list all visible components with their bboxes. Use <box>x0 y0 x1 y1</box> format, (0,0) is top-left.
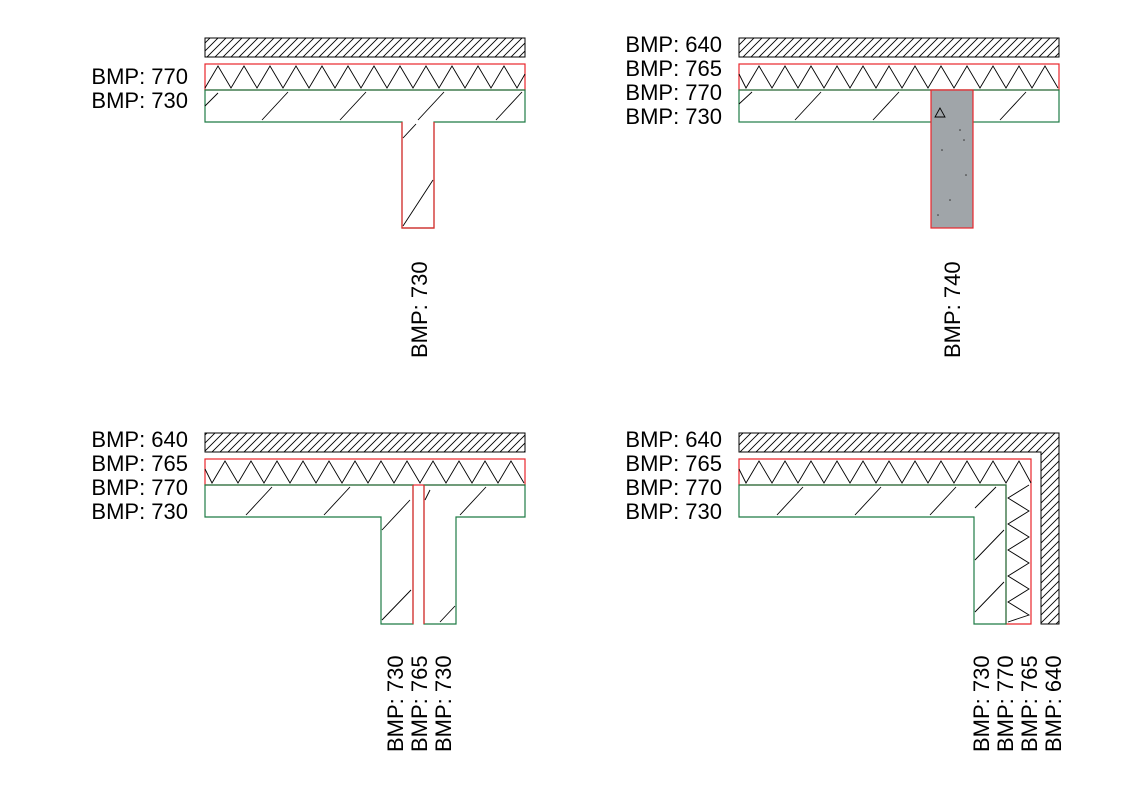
left-label: BMP: 765 <box>625 451 722 476</box>
layer-765-insulation <box>204 458 526 486</box>
left-label: BMP: 765 <box>625 56 722 81</box>
panel-top-right: BMP: 640 BMP: 765 BMP: 770 BMP: 730 BMP:… <box>625 32 1060 358</box>
panel-top-left: BMP: 770 BMP: 730 BMP: 730 <box>91 37 526 358</box>
bottom-label: BMP: 770 <box>993 655 1018 752</box>
bottom-label: BMP: 730 <box>431 655 456 752</box>
concrete-wall-740 <box>930 89 974 229</box>
left-label: BMP: 770 <box>91 475 188 500</box>
layer-640-hatch <box>204 432 526 453</box>
layer-730-outline-red <box>401 122 435 229</box>
concrete-dots <box>937 129 967 216</box>
bottom-label: BMP: 730 <box>969 655 994 752</box>
left-label: BMP: 640 <box>625 32 722 57</box>
bottom-label: BMP: 765 <box>407 655 432 752</box>
layer-770-outline-left <box>204 484 414 625</box>
insulation-zigzag <box>738 65 1059 89</box>
layer-640-hatch <box>738 37 1060 58</box>
left-label: BMP: 640 <box>91 427 188 452</box>
layer-640-hatch <box>738 432 1060 625</box>
concrete-triangle-mark <box>934 107 946 118</box>
left-label: BMP: 730 <box>91 88 188 113</box>
left-label: BMP: 765 <box>91 451 188 476</box>
insulation-zigzag <box>204 65 526 89</box>
layer-640-hatch <box>204 37 526 58</box>
layer-770-hatch-lines <box>776 486 1005 613</box>
left-label: BMP: 730 <box>91 499 188 524</box>
layer-730-hatch-lines <box>245 486 487 623</box>
left-label: BMP: 640 <box>625 427 722 452</box>
layer-765-insulation <box>738 63 1060 91</box>
insulation-zigzag-vertical <box>1007 484 1031 623</box>
bottom-label: BMP: 765 <box>1017 655 1042 752</box>
layer-730-outline <box>204 89 526 229</box>
insulation-zigzag <box>204 460 525 484</box>
bottom-label: BMP: 640 <box>1041 655 1066 752</box>
layer-770-outline <box>738 484 1007 625</box>
left-label: BMP: 730 <box>625 499 722 524</box>
bottom-label: BMP: 730 <box>383 655 408 752</box>
left-label: BMP: 730 <box>625 104 722 129</box>
layer-770-outline <box>738 89 1060 123</box>
panel-bottom-right: BMP: 640 BMP: 765 BMP: 770 BMP: 730 BMP:… <box>625 427 1066 752</box>
panel-bottom-left: BMP: 640 BMP: 765 BMP: 770 BMP: 730 BMP:… <box>91 427 526 752</box>
layer-730-hatch-lines <box>204 91 523 227</box>
insulation-zigzag-horizontal <box>738 460 1032 484</box>
left-label: BMP: 770 <box>91 64 188 89</box>
layer-770-outline-right <box>423 484 526 625</box>
left-label: BMP: 770 <box>625 475 722 500</box>
bottom-label: BMP: 740 <box>940 261 965 358</box>
left-label: BMP: 770 <box>625 80 722 105</box>
layer-770-hatch-lines <box>738 91 1027 121</box>
bottom-label: BMP: 730 <box>407 261 432 358</box>
